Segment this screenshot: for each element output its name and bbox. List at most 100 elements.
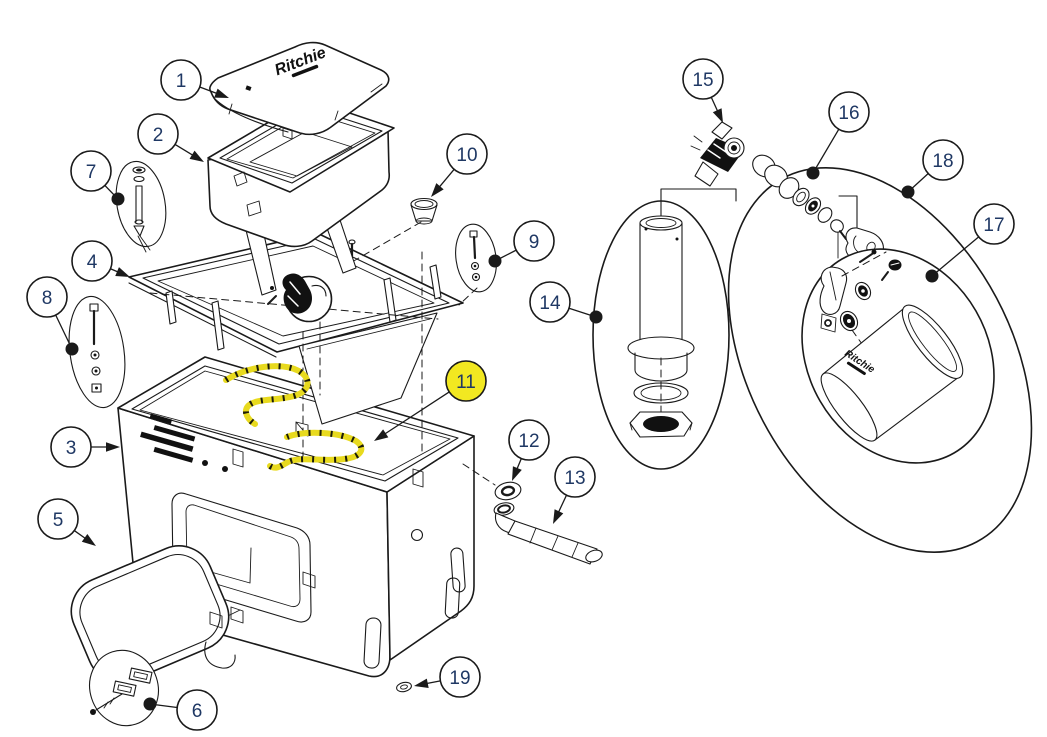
callout-number-2: 2 — [153, 125, 164, 146]
callout-5: 5 — [37, 498, 96, 546]
callout-balloon-10[interactable] — [446, 133, 488, 175]
callout-number-9: 9 — [529, 232, 540, 253]
callout-dot — [65, 342, 79, 356]
callout-balloon-17[interactable] — [973, 203, 1015, 245]
callout-19: 19 — [414, 656, 481, 698]
callout-3: 3 — [50, 426, 120, 468]
access-door — [70, 545, 241, 683]
callout-dot — [143, 697, 157, 711]
pan-valve-assembly — [267, 273, 333, 323]
drain-washer — [462, 463, 522, 501]
callout-balloon-7[interactable] — [70, 150, 112, 192]
callout-dot — [111, 192, 125, 206]
callout-number-5: 5 — [53, 510, 64, 531]
callout-balloon-13[interactable] — [554, 456, 596, 498]
callout-dot — [925, 269, 939, 283]
valve-cartridge-stack — [752, 154, 858, 245]
callout-arrowhead — [374, 429, 389, 441]
callout-number-13: 13 — [564, 468, 585, 489]
tank-warning-label — [140, 413, 196, 463]
callout-number-12: 12 — [518, 431, 539, 452]
callout-leader-line — [812, 128, 840, 174]
callout-arrowhead — [214, 88, 229, 98]
callout-number-18: 18 — [932, 151, 953, 172]
callout-balloon-12[interactable] — [508, 419, 550, 461]
callout-balloon-11[interactable] — [445, 360, 487, 402]
heat-cable — [223, 363, 365, 471]
callout-number-17: 17 — [983, 215, 1004, 236]
callout-arrowhead — [414, 678, 429, 689]
callout-number-11: 11 — [456, 372, 476, 393]
callout-1: 1 — [160, 59, 229, 101]
valve-group-detail: Ritchie — [690, 121, 1033, 553]
callout-18: 18 — [901, 139, 964, 199]
callout-arrowhead — [712, 108, 723, 123]
callout-2: 2 — [137, 113, 204, 162]
callout-number-16: 16 — [838, 103, 859, 124]
float: Ritchie — [820, 304, 964, 442]
callout-leader-line — [557, 494, 568, 515]
callout-leader-line — [931, 236, 980, 277]
callout-balloon-15[interactable] — [682, 58, 724, 100]
callout-balloon-2[interactable] — [137, 113, 179, 155]
float-lever-hardware — [819, 249, 902, 345]
callout-balloon-3[interactable] — [50, 426, 92, 468]
callout-15: 15 — [682, 58, 724, 123]
callout-9: 9 — [488, 220, 555, 268]
callout-leader-line — [437, 168, 455, 189]
callout-balloon-5[interactable] — [37, 498, 79, 540]
inlet-valve-body — [690, 121, 745, 187]
callout-17: 17 — [925, 203, 1015, 283]
callout-balloon-1[interactable] — [160, 59, 202, 101]
drain-hose — [493, 502, 603, 565]
callout-12: 12 — [508, 419, 550, 481]
callout-number-7: 7 — [86, 162, 97, 183]
callout-16: 16 — [806, 91, 870, 180]
callout-leader-line — [382, 391, 450, 436]
callout-balloon-4[interactable] — [71, 240, 113, 282]
callout-11: 11 — [374, 360, 487, 441]
callout-leader-line — [174, 143, 195, 157]
callout-number-19: 19 — [449, 668, 470, 689]
overflow-cup — [410, 197, 438, 225]
callout-number-3: 3 — [66, 438, 77, 459]
callout-balloon-18[interactable] — [922, 139, 964, 181]
bolt-washer-detail-8 — [68, 295, 126, 409]
callout-10: 10 — [431, 133, 488, 197]
callout-6: 6 — [143, 689, 218, 731]
callout-arrowhead — [106, 442, 120, 452]
callout-number-15: 15 — [692, 70, 713, 91]
callout-balloon-16[interactable] — [828, 91, 870, 133]
callout-arrowhead — [553, 509, 564, 524]
valve-stem-detail — [115, 160, 167, 253]
base-plug — [396, 681, 412, 693]
callout-dot — [806, 166, 820, 180]
callout-arrowhead — [512, 466, 522, 481]
callout-13: 13 — [553, 456, 596, 524]
callout-arrowhead — [189, 150, 204, 162]
callout-balloon-14[interactable] — [529, 281, 571, 323]
callout-arrowhead — [115, 267, 130, 277]
callout-leader-line — [199, 86, 219, 95]
callout-number-4: 4 — [87, 252, 98, 273]
callout-dot — [488, 254, 502, 268]
callout-arrowhead — [431, 183, 444, 197]
callout-dot — [589, 310, 603, 324]
callout-balloon-6[interactable] — [176, 689, 218, 731]
reservoir — [207, 98, 395, 296]
callout-balloon-9[interactable] — [513, 220, 555, 262]
callout-14: 14 — [529, 281, 603, 324]
callout-balloon-19[interactable] — [439, 656, 481, 698]
callout-number-8: 8 — [42, 288, 53, 309]
callout-dot — [901, 185, 915, 199]
callout-balloon-8[interactable] — [26, 276, 68, 318]
callout-7: 7 — [70, 150, 125, 206]
callout-number-6: 6 — [192, 701, 203, 722]
door-clamp-detail — [89, 649, 159, 727]
callout-number-10: 10 — [456, 145, 477, 166]
callout-number-1: 1 — [176, 71, 187, 92]
line-art: Ritchie — [68, 41, 1033, 727]
